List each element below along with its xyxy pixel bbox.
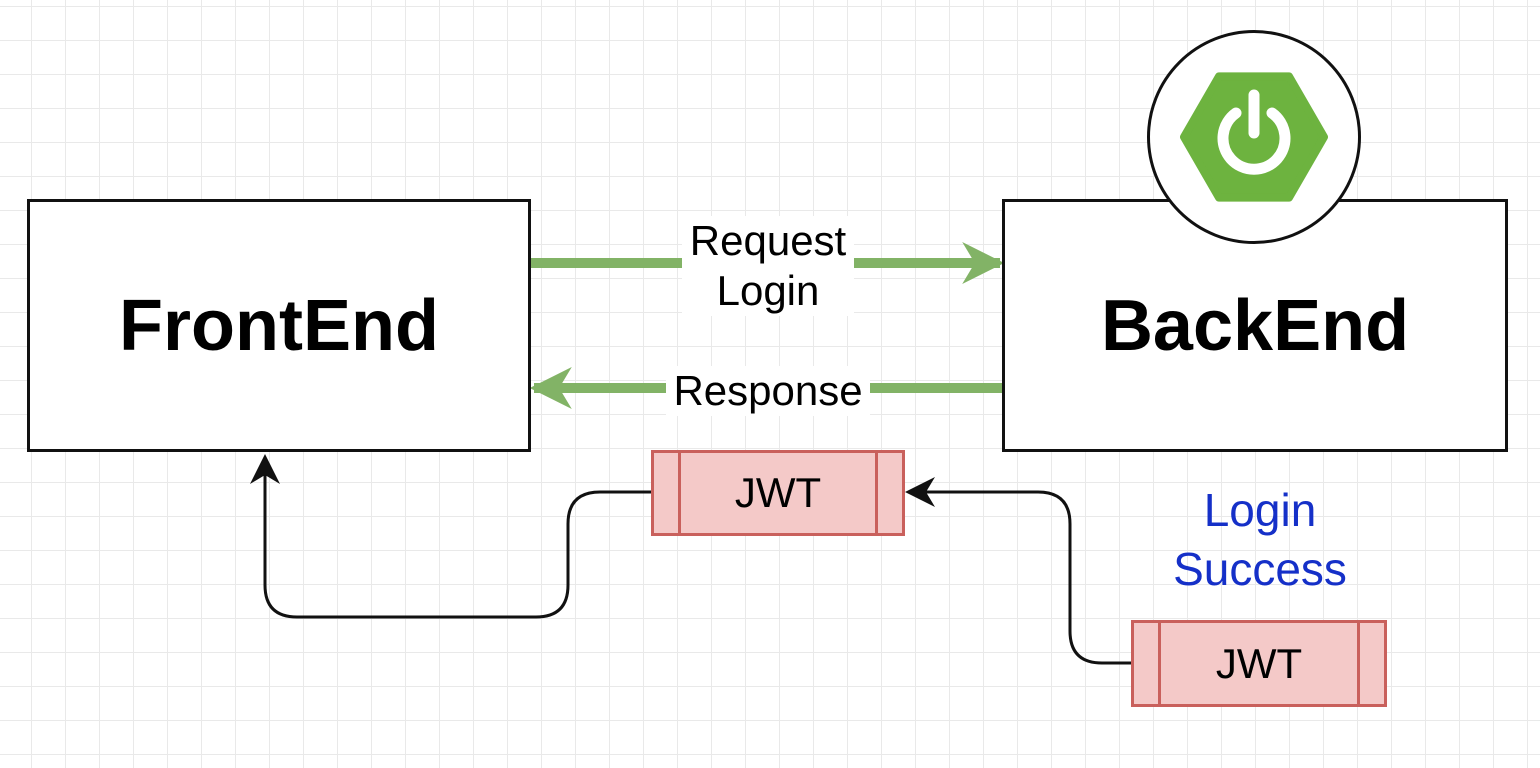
jwt-to-frontend-arrow <box>250 454 651 619</box>
frontend-box: FrontEnd <box>27 199 531 452</box>
frontend-label: FrontEnd <box>119 285 439 366</box>
jwt-label: JWT <box>734 469 822 516</box>
jwt-left-divider <box>1158 623 1161 704</box>
jwt-right-divider <box>875 453 878 533</box>
request-login-label: Request Login <box>682 216 854 316</box>
jwt-left-divider <box>678 453 681 533</box>
login-success-label: Login Success <box>1140 481 1380 599</box>
response-text: Response <box>673 367 863 414</box>
backend-jwt-to-jwt-arrow <box>905 477 1131 665</box>
spring-boot-power-icon <box>1180 72 1328 202</box>
jwt-token-backend: JWT <box>1131 620 1387 707</box>
spring-badge <box>1147 30 1361 244</box>
response-label: Response <box>666 366 870 416</box>
jwt-right-divider <box>1357 623 1360 704</box>
jwt-token-frontend: JWT <box>651 450 905 536</box>
request-login-text: Request Login <box>689 217 847 314</box>
login-success-text: Login Success <box>1173 484 1347 595</box>
jwt-label: JWT <box>1215 639 1303 687</box>
backend-label: BackEnd <box>1100 285 1410 366</box>
